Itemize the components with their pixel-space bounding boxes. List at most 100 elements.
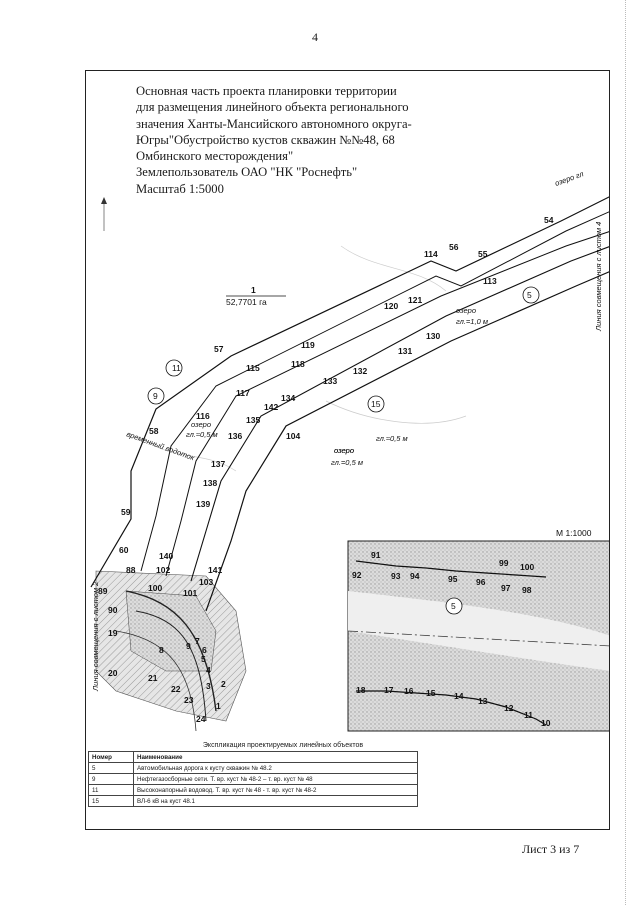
svg-text:136: 136 [228,431,242,441]
svg-text:141: 141 [208,565,222,575]
object-circle-5-inset [445,597,463,615]
lake-labels: озеро гл.=1,0 м озеро гл.≈0,5 м озеро гл… [186,169,586,467]
legend-header-number: Номер [88,751,134,763]
inset-line-5 [355,560,547,578]
legend-cell-number: 9 [88,773,134,785]
pipeline-curve [115,630,197,732]
inset-point-labels: 91 92 93 94 95 96 97 98 99 100 18 17 16 … [352,550,551,728]
svg-text:18: 18 [356,685,366,695]
alignment-line-4: Линия совмещения с листом 4 [594,222,603,332]
svg-text:16: 16 [404,686,414,696]
legend-table: Экспликация проектируемых линейных объек… [88,742,418,807]
object-circle-15 [367,395,385,413]
object-11-line [140,211,609,572]
svg-text:130: 130 [426,331,440,341]
object-circle-9 [147,387,165,405]
svg-text:114: 114 [424,249,438,259]
svg-text:131: 131 [398,346,412,356]
svg-text:118: 118 [291,359,305,369]
terrain-contour [325,400,467,424]
boundary-inner [205,271,609,612]
sheet-label: Лист 3 из 7 [522,842,580,856]
circle-label: 11 [172,363,181,373]
svg-text:92: 92 [352,570,362,580]
svg-text:10: 10 [541,718,551,728]
table-row: 5 Автомобильная дорога к кусту скважин №… [88,762,418,774]
legend-cell-number: 15 [88,795,134,807]
title-line: Основная часть проекта планировки террит… [136,84,397,98]
terrain-contour [340,245,447,292]
svg-text:113: 113 [483,276,497,286]
svg-text:137: 137 [211,459,225,469]
svg-text:гл.=0,5 м: гл.=0,5 м [331,458,363,467]
svg-text:озеро: озеро [456,306,476,315]
svg-text:132: 132 [353,366,367,376]
svg-text:96: 96 [476,577,486,587]
svg-text:119: 119 [301,340,315,350]
svg-text:98: 98 [522,585,532,595]
svg-text:19: 19 [108,628,118,638]
page-edge-mark [625,0,636,905]
svg-text:23: 23 [184,695,194,705]
legend-cell-number: 11 [88,784,134,796]
svg-text:142: 142 [264,402,278,412]
svg-text:59: 59 [121,507,131,517]
svg-text:14: 14 [454,691,464,701]
svg-text:56: 56 [449,242,459,252]
inset-axis [347,630,609,647]
terrain-contour [145,440,237,472]
svg-text:104: 104 [286,431,300,441]
svg-text:1: 1 [251,285,256,295]
svg-text:15: 15 [426,688,436,698]
svg-text:100: 100 [148,583,162,593]
object-15-line [190,246,609,582]
inset-scale: М 1:1000 [556,528,592,538]
svg-text:115: 115 [246,363,260,373]
svg-text:95: 95 [448,574,458,584]
svg-text:7: 7 [195,636,200,646]
legend-cell-name: Автомобильная дорога к кусту скважин № 4… [133,762,418,774]
svg-text:139: 139 [196,499,210,509]
svg-text:11: 11 [524,710,533,720]
title-block: Основная часть проекта планировки террит… [136,83,466,197]
legend-cell-name: Нефтегазосборные сети. Т. вр. куст № 48-… [133,773,418,785]
circle-label: 9 [153,391,158,401]
svg-text:138: 138 [203,478,217,488]
svg-text:21: 21 [148,673,158,683]
svg-text:121: 121 [408,295,422,305]
svg-text:93: 93 [391,571,401,581]
inset-band [348,591,609,671]
svg-text:12: 12 [504,703,514,713]
svg-text:52,7701 га: 52,7701 га [226,297,267,307]
page-number: 4 [312,30,318,44]
legend-header-row: Номер Наименование [88,751,418,763]
svg-text:133: 133 [323,376,337,386]
svg-text:озеро гл: озеро гл [554,169,586,188]
site-area-inner [125,590,217,672]
svg-text:120: 120 [384,301,398,311]
svg-text:гл.=1,0 м: гл.=1,0 м [456,317,488,326]
circle-label: 15 [371,399,381,409]
legend-title: Экспликация проектируемых линейных объек… [202,742,364,749]
svg-text:60: 60 [119,545,129,555]
svg-text:гл.≈0,5 м: гл.≈0,5 м [376,434,408,443]
svg-text:116: 116 [196,411,210,421]
pipeline-curve [135,610,207,722]
svg-text:54: 54 [544,215,554,225]
svg-text:4: 4 [206,665,211,675]
svg-text:100: 100 [520,562,534,572]
north-arrow [101,197,107,231]
legend-cell-name: Высоконапорный водовод. Т. вр. куст № 48… [133,784,418,796]
object-circle-11 [165,359,183,377]
svg-text:17: 17 [384,685,394,695]
svg-text:102: 102 [156,565,170,575]
svg-text:99: 99 [499,558,509,568]
title-line: Землепользователь ОАО "НК "Роснефть" [136,165,358,180]
svg-text:20: 20 [108,668,118,678]
svg-text:озеро: озеро [334,446,354,455]
title-line: для размещения линейного объекта региона… [136,100,409,115]
svg-text:103: 103 [199,577,213,587]
circle-label: 5 [527,290,532,300]
area-label: 1 52,7701 га [226,285,286,307]
svg-text:94: 94 [410,571,420,581]
